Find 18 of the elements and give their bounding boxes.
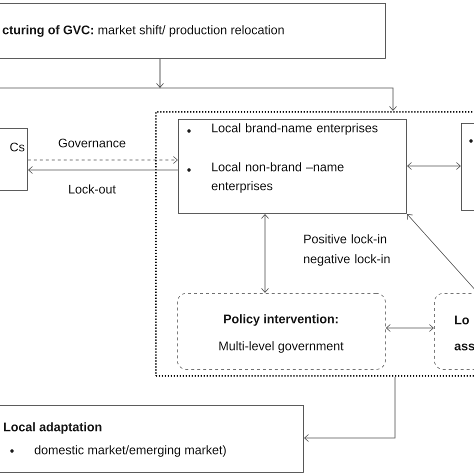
process-box: Local brand-name enterprises Local non-brand –name enterprises <box>178 119 407 214</box>
connector-line <box>0 58 160 88</box>
edge-label: Governance <box>57 138 127 148</box>
arrow <box>406 162 461 170</box>
process-box: cturing of GVC: market shift/ production relocation <box>0 3 386 59</box>
arrow <box>28 156 178 164</box>
process-box <box>461 123 474 211</box>
process-box: Local adaptation domestic market/emerging market) <box>0 405 304 473</box>
arrow <box>386 324 434 332</box>
arrow <box>261 214 269 293</box>
edge-label: Positive lock-in negative lock-in <box>302 233 424 267</box>
arrow <box>304 376 396 442</box>
rounded-dashed-box: Policy intervention: Multi-level government <box>177 293 386 370</box>
arrow <box>28 166 178 174</box>
rounded-dashed-box: Lo ass <box>434 293 474 370</box>
process-box: Cs <box>0 128 28 191</box>
edge-label: Lock-out <box>67 183 117 195</box>
region-frame <box>155 111 474 377</box>
